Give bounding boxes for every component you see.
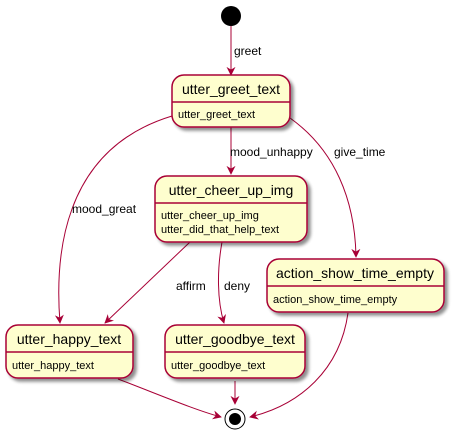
state-title: action_show_time_empty	[276, 265, 434, 281]
edge-label-mood-unhappy: mood_unhappy	[230, 145, 313, 159]
state-utter-happy-text: utter_happy_text utter_happy_text	[5, 324, 134, 379]
edge-cheer-to-goodbye	[217, 241, 226, 324]
state-utter-greet-text: utter_greet_text utter_greet_text	[171, 74, 291, 128]
edge-label-deny: deny	[224, 279, 250, 293]
state-action: utter_happy_text	[12, 360, 94, 372]
state-utter-cheer-up-img: utter_cheer_up_img utter_cheer_up_img ut…	[154, 175, 308, 243]
edges	[54, 26, 361, 420]
edge-label-affirm: affirm	[176, 279, 206, 293]
initial-state	[221, 6, 241, 26]
state-title: utter_happy_text	[17, 331, 121, 347]
state-action-show-time-empty: action_show_time_empty action_show_time_…	[266, 258, 445, 313]
state-action: action_show_time_empty	[273, 294, 398, 306]
state-title: utter_cheer_up_img	[169, 182, 294, 198]
state-action: utter_greet_text	[178, 109, 255, 121]
edge-labels: greet mood_unhappy give_time mood_great …	[72, 44, 386, 293]
state-action: utter_goodbye_text	[171, 360, 265, 372]
state-action: utter_did_that_help_text	[161, 224, 279, 236]
state-title: utter_greet_text	[182, 81, 280, 97]
state-title: utter_goodbye_text	[175, 331, 295, 347]
edge-greet-to-happy	[54, 115, 173, 324]
edge-cheer-to-happy	[104, 241, 191, 324]
state-action: utter_cheer_up_img	[161, 210, 259, 222]
edge-happy-to-end	[117, 378, 222, 420]
edge-label-greet: greet	[234, 44, 262, 58]
state-utter-goodbye-text: utter_goodbye_text utter_goodbye_text	[164, 324, 306, 379]
edge-label-mood-great: mood_great	[72, 202, 137, 216]
edge-time-to-end	[249, 312, 349, 420]
edge-label-give-time: give_time	[334, 145, 386, 159]
final-state	[224, 408, 246, 430]
edge-greet-to-time	[289, 117, 361, 258]
